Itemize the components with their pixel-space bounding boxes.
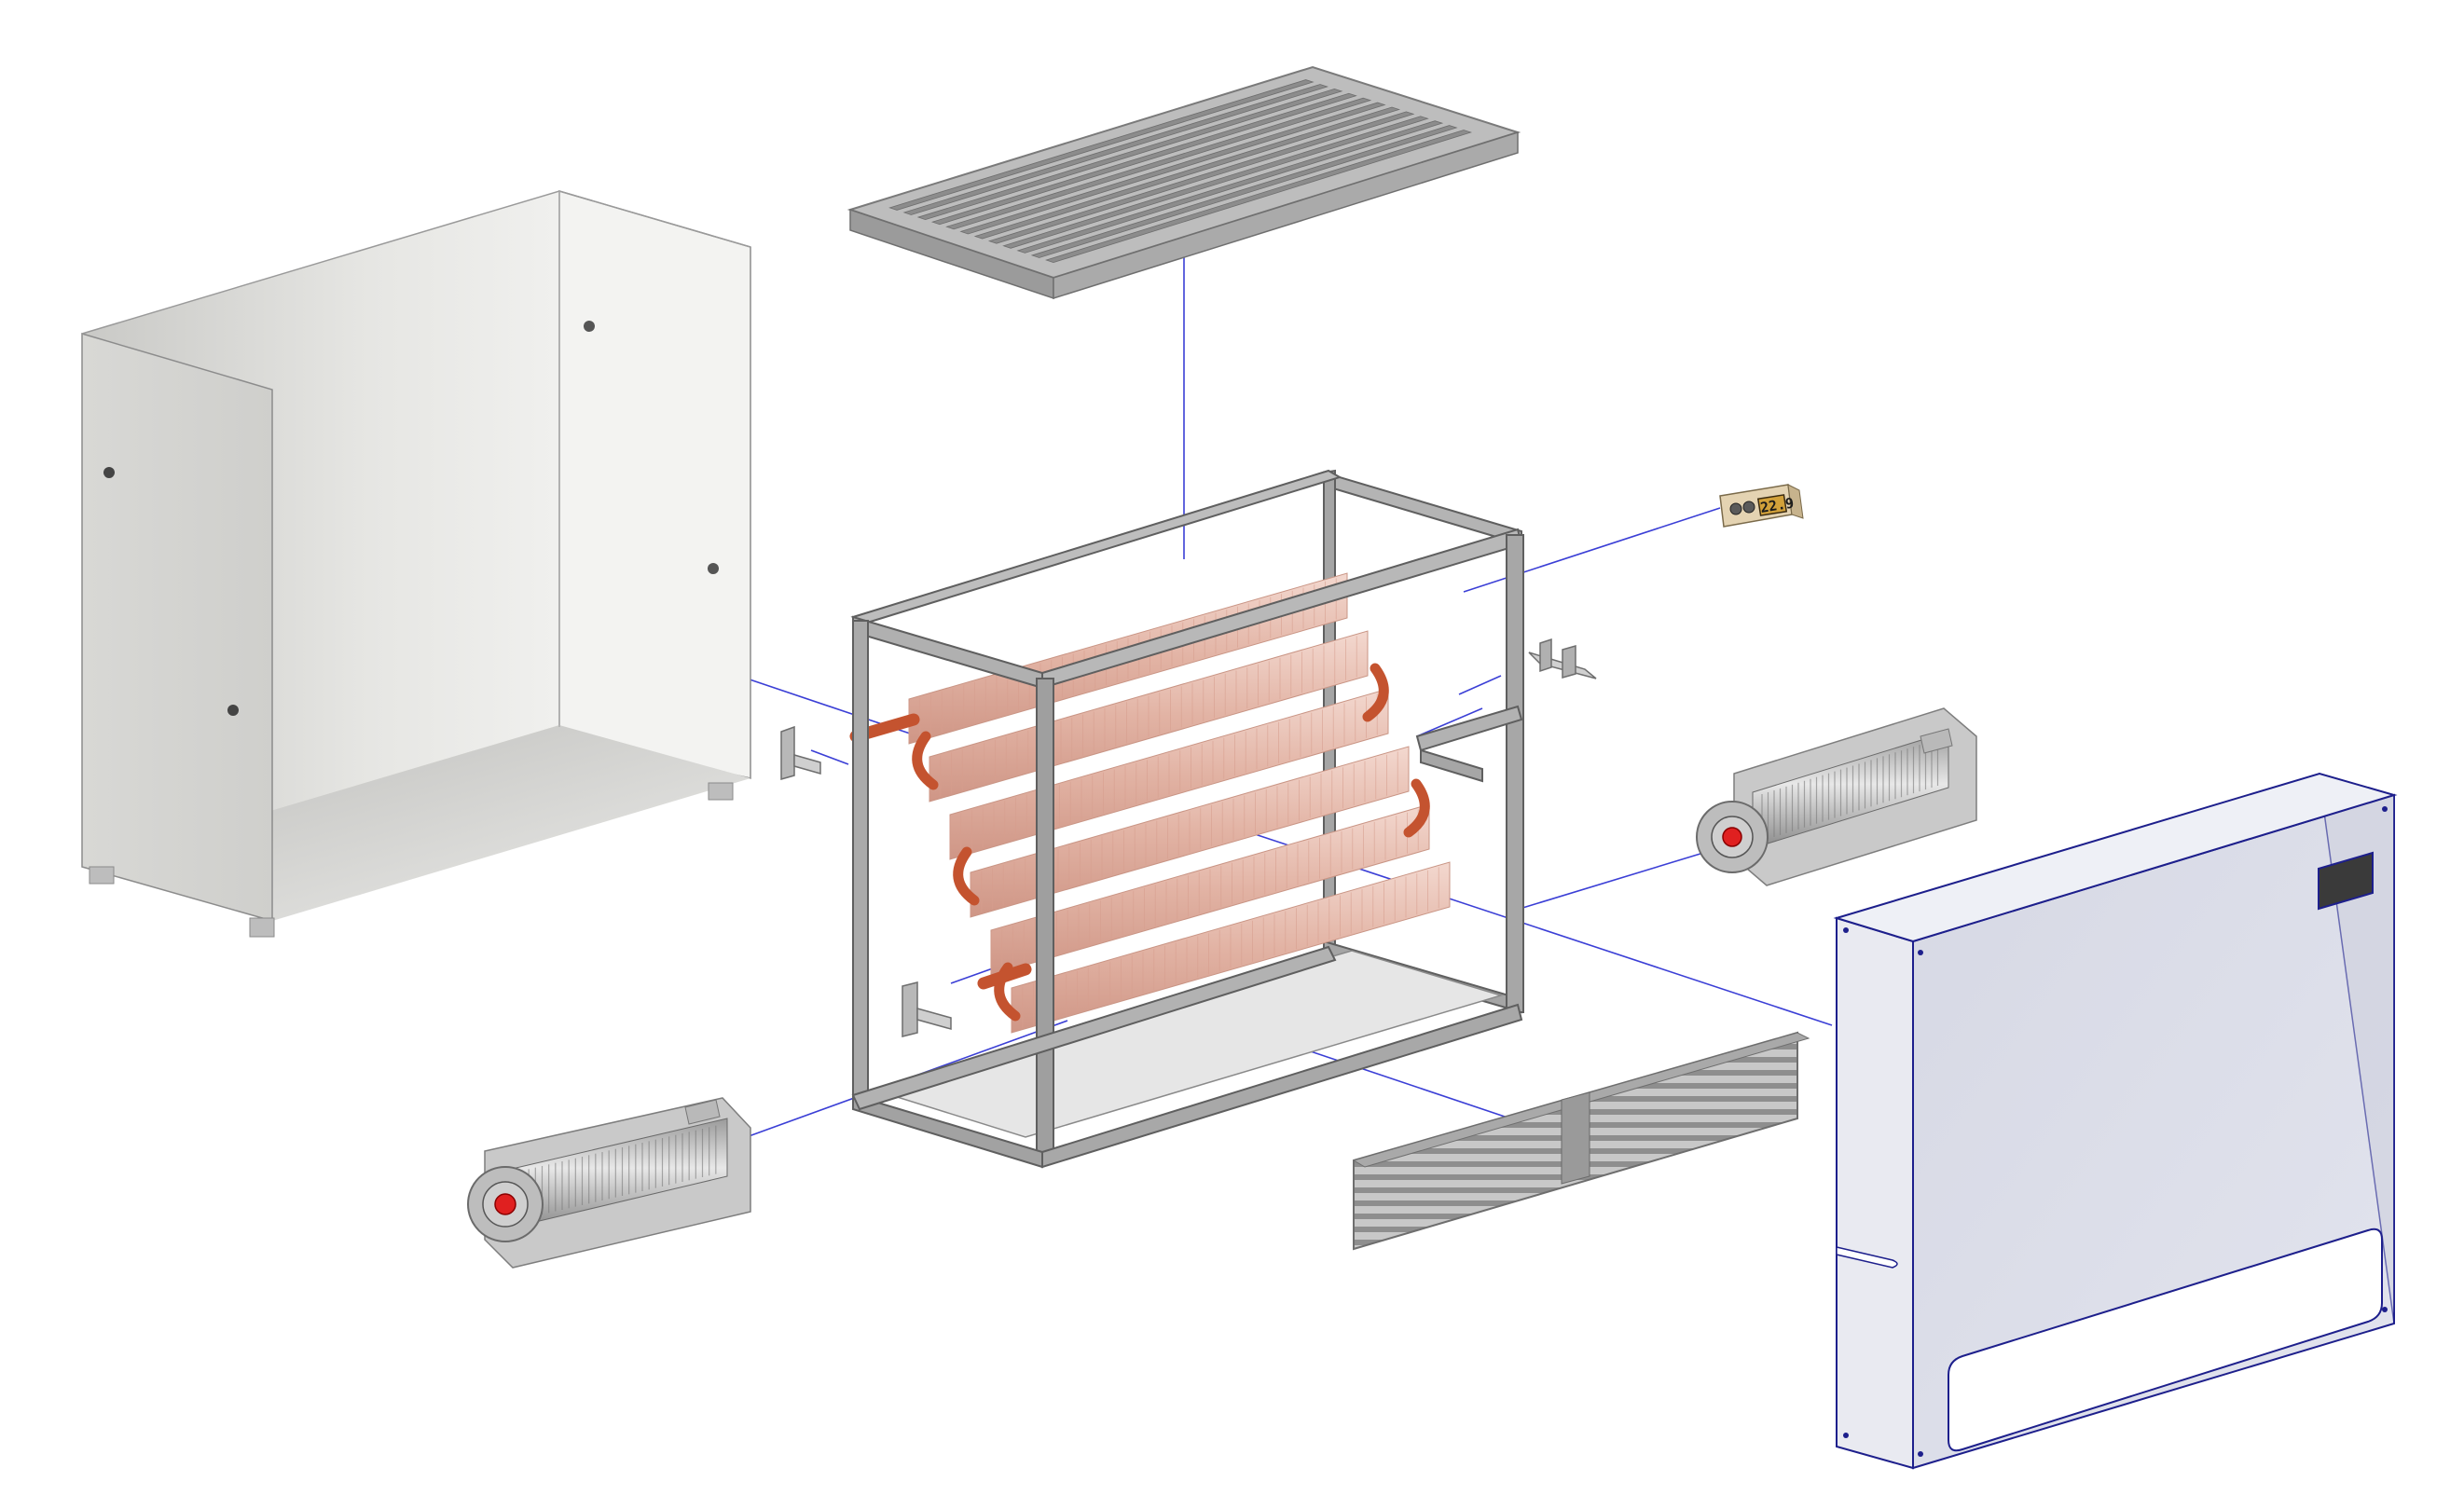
frame-bar bbox=[852, 615, 1043, 690]
housing-shell[interactable] bbox=[81, 189, 751, 938]
mounting-hole bbox=[227, 705, 239, 716]
housing-foot bbox=[249, 917, 275, 938]
bracket-left-upper bbox=[780, 725, 821, 780]
top-grille-side-edge bbox=[1053, 130, 1519, 300]
mounting-hole bbox=[103, 467, 115, 478]
grille-slat bbox=[916, 88, 1343, 221]
grille-slat bbox=[888, 79, 1315, 211]
frame-bar bbox=[1420, 748, 1483, 783]
thermostat-knob-icon[interactable] bbox=[1742, 501, 1755, 514]
copper-outlet-pipe bbox=[977, 963, 1032, 990]
front-panel-side-flange bbox=[1836, 916, 1914, 1470]
copper-bend bbox=[953, 846, 980, 906]
front-panel-outlet-slot bbox=[1948, 1228, 2383, 1452]
frame-bar bbox=[1415, 705, 1523, 752]
mounting-brackets[interactable] bbox=[780, 638, 1597, 1037]
frame-bar bbox=[1323, 471, 1522, 546]
grille-slat bbox=[1016, 120, 1444, 254]
top-grille[interactable] bbox=[847, 65, 1521, 300]
grille-slat bbox=[987, 111, 1415, 244]
fan-mount-tab bbox=[1920, 728, 1953, 754]
housing-foot bbox=[89, 866, 115, 885]
copper-bend bbox=[1403, 778, 1430, 838]
bracket-left-lower bbox=[902, 981, 952, 1037]
fan-hub-icon bbox=[494, 1193, 516, 1215]
grille-slat bbox=[1002, 116, 1429, 249]
frame-bar bbox=[851, 945, 1337, 1111]
fan-hub-icon bbox=[1722, 827, 1742, 847]
screw-icon bbox=[1843, 927, 1849, 933]
bottom-grille-divider bbox=[1561, 1091, 1590, 1185]
front-panel[interactable] bbox=[1833, 772, 2398, 1470]
housing-left-wall bbox=[81, 332, 273, 922]
front-panel-notch bbox=[1836, 1246, 1898, 1269]
frame-bar bbox=[1506, 534, 1524, 1013]
bracket-right bbox=[1528, 638, 1597, 679]
grille-slat bbox=[1030, 125, 1458, 258]
screw-icon bbox=[2382, 1307, 2388, 1312]
grille-slat bbox=[973, 106, 1401, 240]
screw-icon bbox=[1918, 950, 1923, 955]
housing-foot bbox=[708, 782, 734, 801]
housing-right-wall bbox=[558, 189, 751, 779]
thermostat-knob-icon[interactable] bbox=[1729, 502, 1742, 515]
bottom-grille[interactable] bbox=[1352, 1031, 1810, 1251]
frame-bar bbox=[852, 620, 869, 1106]
copper-bend bbox=[1362, 663, 1389, 722]
grille-slat bbox=[1044, 130, 1473, 264]
mounting-hole bbox=[708, 563, 719, 574]
screw-icon bbox=[2382, 806, 2388, 812]
frame-bar bbox=[1036, 678, 1054, 1164]
thermostat[interactable]: 22.9 bbox=[1719, 484, 1804, 528]
thermostat-display-text: 22.9 bbox=[1759, 494, 1795, 515]
grille-slat bbox=[945, 97, 1372, 230]
frame-bar bbox=[1041, 1003, 1523, 1169]
right-fan[interactable] bbox=[1696, 707, 1977, 886]
left-fan[interactable] bbox=[467, 1097, 751, 1269]
copper-bend bbox=[912, 731, 939, 790]
frame[interactable] bbox=[850, 469, 1524, 1169]
screw-icon bbox=[1843, 1433, 1849, 1438]
thermostat-side bbox=[1787, 484, 1804, 519]
front-panel-display-window bbox=[2318, 851, 2374, 911]
screw-icon bbox=[1918, 1451, 1923, 1457]
grille-slat bbox=[902, 84, 1329, 215]
thermostat-display bbox=[1756, 494, 1788, 516]
top-grille-slats bbox=[888, 79, 1473, 264]
grille-slat bbox=[930, 92, 1357, 226]
mounting-hole bbox=[584, 321, 595, 332]
fan-mount-tab bbox=[684, 1099, 721, 1125]
grille-slat bbox=[959, 102, 1386, 235]
front-panel-top-lip bbox=[1833, 772, 2398, 943]
